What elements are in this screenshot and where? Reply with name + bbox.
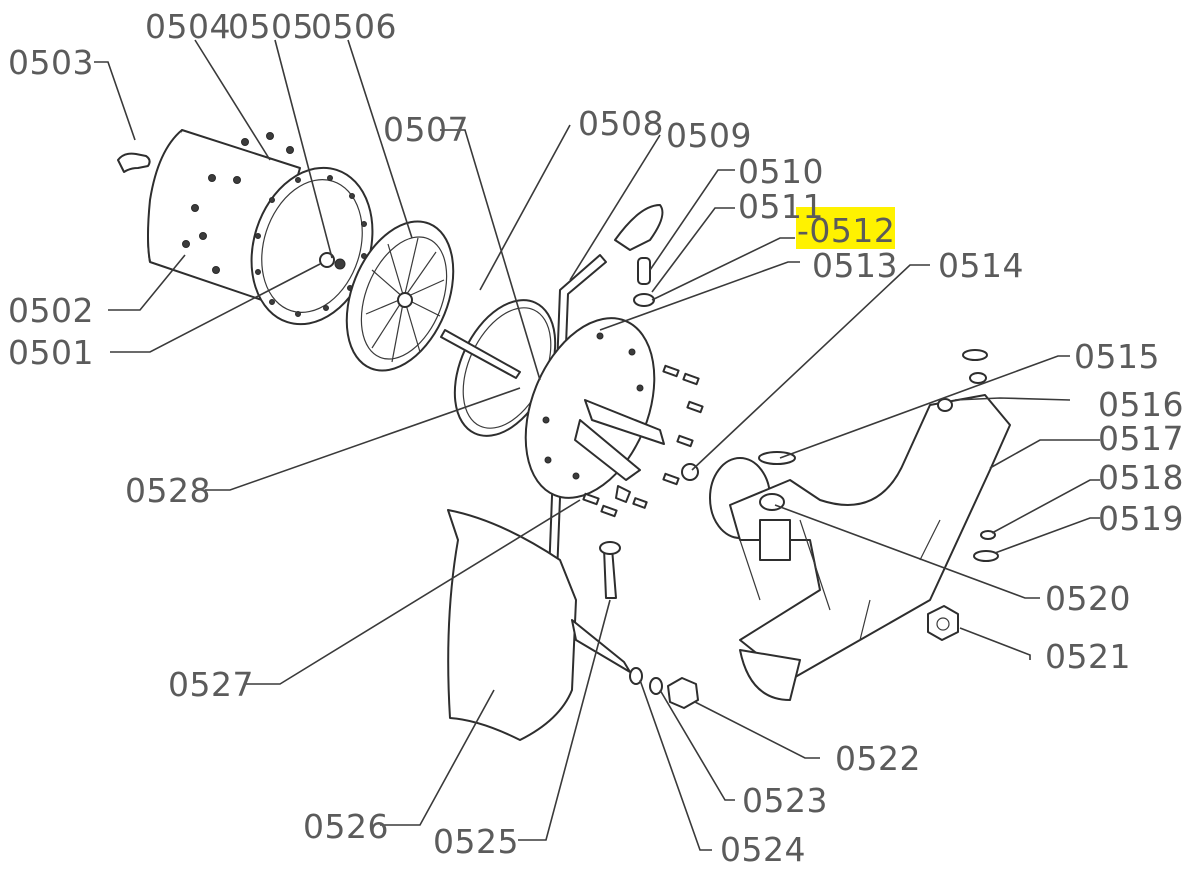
impeller-0506 — [345, 220, 455, 372]
label-0518: 0518 — [1098, 458, 1184, 497]
elbow-fitting-0503 — [117, 152, 151, 173]
label-0522: 0522 — [835, 739, 921, 778]
label-0512: -0512 — [797, 211, 895, 250]
label-0517: 0517 — [1098, 419, 1184, 458]
label-highlight — [796, 207, 895, 249]
label-0505: 0505 — [228, 7, 314, 46]
bracket-rod-0527 — [599, 541, 621, 599]
label-0514: 0514 — [938, 246, 1024, 285]
drum-housing-0504 — [147, 129, 374, 326]
label-0503: 0503 — [8, 43, 94, 82]
label-0510: 0510 — [738, 152, 824, 191]
blade-0526 — [447, 509, 631, 741]
frame-arm-0520 — [709, 394, 1011, 701]
label-0516: 0516 — [1098, 385, 1184, 424]
shaft-0508 — [440, 329, 521, 379]
leader-lines — [94, 39, 1100, 851]
bolts — [582, 364, 704, 518]
label-0524: 0524 — [720, 830, 806, 869]
rings-0515-0519 — [758, 349, 999, 562]
nut-0505 — [319, 252, 346, 270]
housing-bolts — [182, 132, 294, 274]
part-drawings — [117, 129, 1011, 741]
label-0504: 0504 — [145, 7, 231, 46]
label-0506: 0506 — [311, 7, 397, 46]
label-0501: 0501 — [8, 333, 94, 372]
label-0526: 0526 — [303, 807, 389, 846]
label-0508: 0508 — [578, 104, 664, 143]
label-0511: 0511 — [738, 187, 824, 226]
label-0519: 0519 — [1098, 499, 1184, 538]
label-0527: 0527 — [168, 665, 254, 704]
label-0520: 0520 — [1045, 579, 1131, 618]
flange-plate-0513 — [524, 317, 665, 499]
flange-holes — [255, 175, 367, 317]
fitting-0510-0511 — [633, 257, 655, 307]
label-0523: 0523 — [742, 781, 828, 820]
label-0507: 0507 — [383, 110, 469, 149]
label-0521: 0521 — [1045, 637, 1131, 676]
hardware-0522-0524 — [629, 667, 699, 709]
label-0515: 0515 — [1074, 337, 1160, 376]
label-0513: 0513 — [812, 246, 898, 285]
label-0502: 0502 — [8, 291, 94, 330]
label-0525: 0525 — [433, 822, 519, 861]
part-labels: 0503 0504 0505 0506 0502 0501 0507 0508 … — [8, 7, 1184, 869]
label-0528: 0528 — [125, 471, 211, 510]
label-0509: 0509 — [666, 116, 752, 155]
nut-0521 — [927, 605, 959, 641]
